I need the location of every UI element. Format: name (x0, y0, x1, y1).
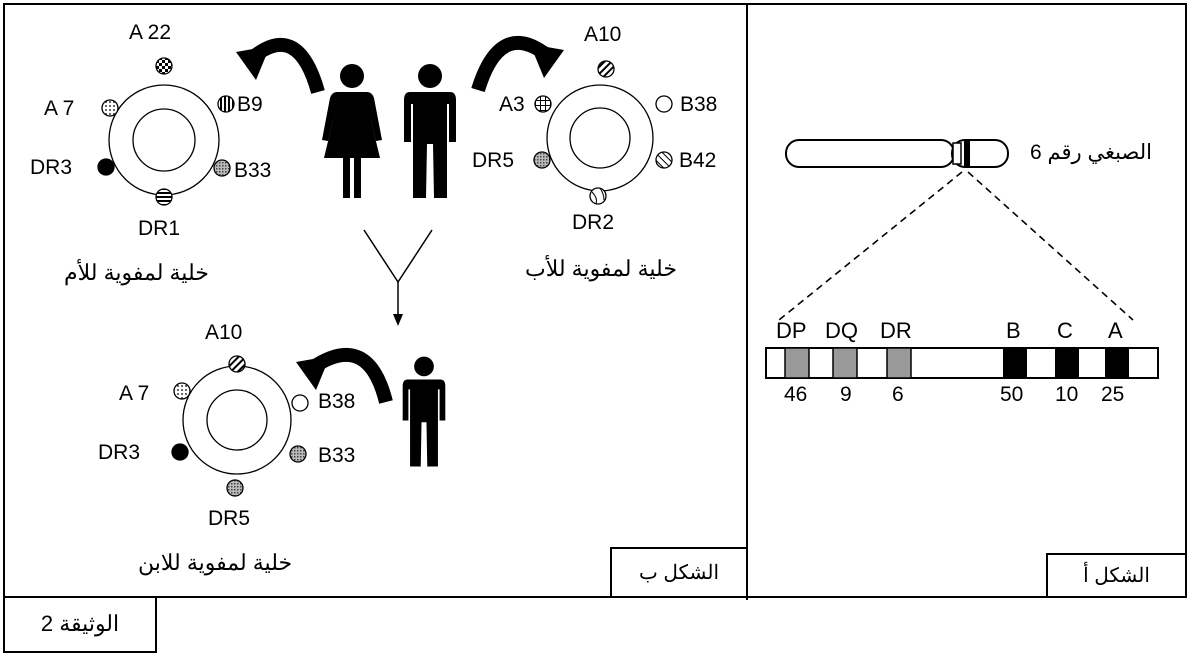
son-antigen-a10-marker (228, 355, 246, 373)
zoom-lines (778, 171, 1134, 321)
antigen-dr5-marker (533, 151, 551, 169)
son-antigen-dr5: DR5 (208, 507, 251, 530)
mother-antigen-dr3: DR3 (30, 156, 73, 179)
document-label: الوثيقة 2 (3, 597, 157, 653)
antigen-dr1-marker (155, 188, 173, 206)
son-antigen-b33-marker (289, 445, 307, 463)
gene-label-c: C (1057, 318, 1073, 343)
antigen-b9-marker (217, 95, 235, 113)
antigen-a7-marker (101, 99, 119, 117)
mother-antigen-b33: B33 (234, 159, 272, 182)
gene-box-dr (886, 347, 912, 379)
antigen-b38-marker (655, 95, 673, 113)
mother-antigen-dr1: DR1 (138, 217, 181, 240)
gene-label-dr: DR (880, 318, 912, 343)
hla-gene-map (765, 347, 1159, 379)
father-antigen-a10: A10 (584, 23, 622, 46)
antigen-dr3-marker (97, 158, 115, 176)
gene-box-dq (832, 347, 858, 379)
son-antigen-dr5-marker (226, 479, 244, 497)
son-antigen-a10: A10 (205, 321, 243, 344)
antigen-b33-marker (213, 159, 231, 177)
gene-box-c (1055, 348, 1079, 378)
mother-antigen-a7: A 7 (44, 97, 75, 120)
curved-arrow-to-father (471, 35, 564, 93)
son-cell (171, 355, 309, 497)
curved-arrow-to-mother (236, 37, 325, 94)
chromosome-label: الصبغي رقم 6 (1030, 141, 1152, 164)
son-antigen-b38: B38 (318, 390, 356, 413)
gene-label-b: B (1006, 318, 1021, 343)
father-antigen-a3: A3 (499, 93, 525, 116)
son-cell-caption: خلية لمفوية للابن (138, 550, 293, 575)
gene-label-dp: DP (776, 318, 807, 343)
curved-arrow-to-son (296, 347, 393, 404)
father-antigen-b38: B38 (680, 93, 718, 116)
panel-b-label: الشكل ب (610, 547, 748, 598)
hla-locus-band (964, 141, 970, 166)
gene-box-b (1003, 348, 1027, 378)
antigen-a22-marker (155, 57, 173, 75)
gene-label-a: A (1108, 318, 1123, 343)
father-cell-caption: خلية لمفوية للأب (525, 256, 677, 281)
son-antigen-a7: A 7 (119, 382, 150, 405)
antigen-b42-marker (655, 151, 673, 169)
gene-count-a: 25 (1101, 383, 1125, 406)
mother-antigen-b9: B9 (237, 93, 263, 116)
father-antigen-dr5: DR5 (472, 149, 515, 172)
son-antigen-b38-marker (291, 394, 309, 412)
gene-count-dp: 46 (784, 383, 808, 406)
son-antigen-dr3-marker (171, 443, 189, 461)
gene-label-dq: DQ (825, 318, 858, 343)
gene-count-b: 50 (1000, 383, 1024, 406)
gene-box-a (1105, 348, 1129, 378)
father-antigen-b42: B42 (679, 149, 717, 172)
panel-a-label: الشكل أ (1046, 553, 1187, 598)
mother-figure (322, 64, 382, 198)
gene-box-dp (784, 347, 810, 379)
father-cell (533, 60, 673, 205)
son-antigen-a7-marker (173, 382, 191, 400)
mother-antigen-a22: A 22 (129, 21, 172, 44)
chromosome-6 (785, 139, 1009, 168)
mother-cell (97, 57, 235, 206)
gene-count-c: 10 (1055, 383, 1079, 406)
inheritance-lines (363, 229, 433, 326)
father-figure (404, 64, 456, 198)
mother-cell-caption: خلية لمفوية للأم (64, 260, 209, 285)
gene-count-dq: 9 (840, 383, 852, 406)
panel-divider (746, 3, 748, 600)
antigen-a10-marker (597, 60, 615, 78)
son-antigen-b33: B33 (318, 444, 356, 467)
document-frame (3, 3, 1187, 598)
gene-count-dr: 6 (892, 383, 904, 406)
son-figure (402, 356, 446, 467)
son-antigen-dr3: DR3 (98, 441, 141, 464)
antigen-a3-marker (534, 95, 552, 113)
father-antigen-dr2: DR2 (572, 211, 615, 234)
